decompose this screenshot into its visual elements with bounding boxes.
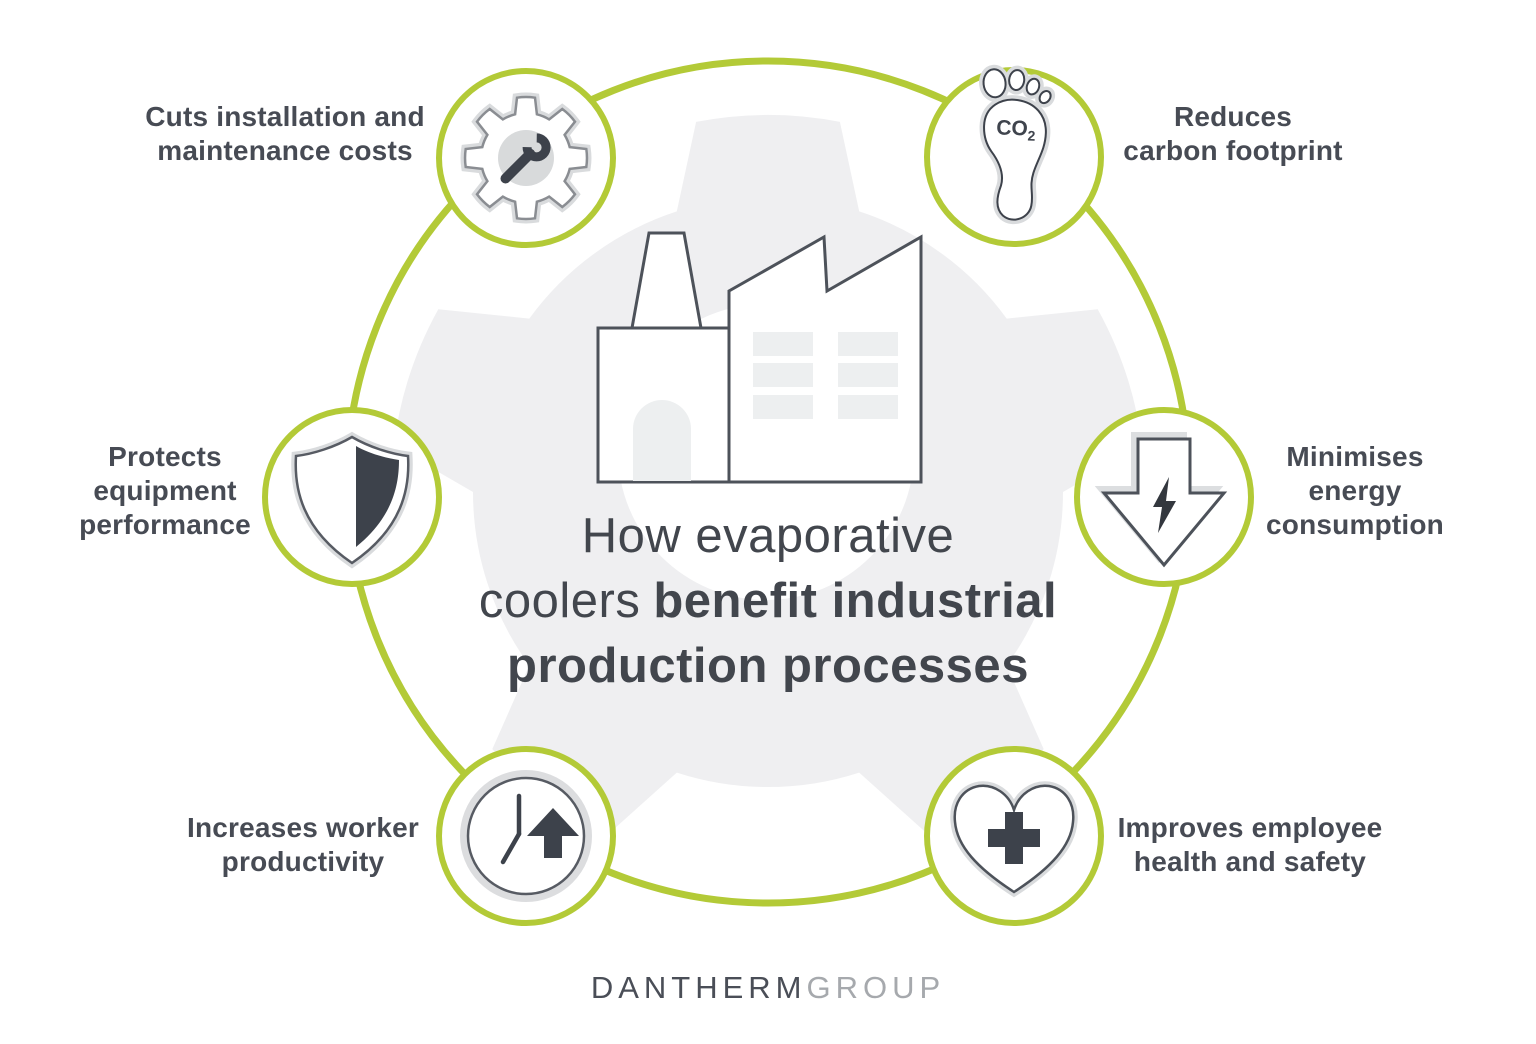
co2-label: CO2 xyxy=(996,116,1036,143)
heart-cross-icon xyxy=(924,746,1104,926)
label-line: performance xyxy=(79,509,251,540)
lightning-bolt xyxy=(1153,477,1176,533)
clock-arrow-icon xyxy=(436,746,616,926)
label-line: Increases worker xyxy=(186,812,419,843)
label-line: maintenance costs xyxy=(157,135,413,166)
label-minimises-energy: Minimises energy consumption xyxy=(1155,440,1536,542)
label-improves-health: Improves employee health and safety xyxy=(1050,811,1450,879)
label-line: Improves employee xyxy=(1117,812,1383,843)
label-increases-productivity: Increases worker productivity xyxy=(103,811,503,879)
shield-icon xyxy=(262,407,442,587)
factory-icon xyxy=(596,231,923,484)
label-line: Protects xyxy=(108,441,222,472)
title-line-2-light: coolers xyxy=(478,574,641,628)
label-cuts-installation: Cuts installation and maintenance costs xyxy=(85,100,485,168)
label-line: Minimises xyxy=(1286,441,1424,472)
title-line-1: How evaporative xyxy=(581,509,955,563)
logo-brand: DANTHERM xyxy=(590,970,807,1005)
label-line: productivity xyxy=(221,846,385,877)
title-line-2-bold: benefit industrial xyxy=(653,574,1058,628)
label-protects-equipment: Protects equipment performance xyxy=(0,440,330,542)
label-reduces-carbon: Reduces carbon footprint xyxy=(1033,100,1433,168)
carbon-footprint-icon: CO2 xyxy=(924,64,1104,247)
label-line: energy xyxy=(1308,475,1402,506)
title-line-3: production processes xyxy=(507,639,1029,693)
label-line: consumption xyxy=(1266,509,1444,540)
clock-hands xyxy=(500,793,522,865)
label-line: health and safety xyxy=(1133,846,1367,877)
energy-down-arrow-icon xyxy=(1074,407,1254,587)
dantherm-group-logo: DANTHERMGROUP xyxy=(0,970,1536,1006)
factory-right-building xyxy=(727,234,923,484)
medical-cross xyxy=(988,812,1040,864)
label-line: Reduces xyxy=(1173,101,1293,132)
gear-wrench-icon xyxy=(436,68,616,248)
logo-suffix: GROUP xyxy=(806,970,946,1005)
label-line: Cuts installation and xyxy=(145,101,425,132)
up-arrow xyxy=(527,808,579,858)
factory-door xyxy=(633,400,691,481)
label-line: carbon footprint xyxy=(1123,135,1343,166)
factory-windows xyxy=(753,332,898,419)
label-line: equipment xyxy=(93,475,237,506)
